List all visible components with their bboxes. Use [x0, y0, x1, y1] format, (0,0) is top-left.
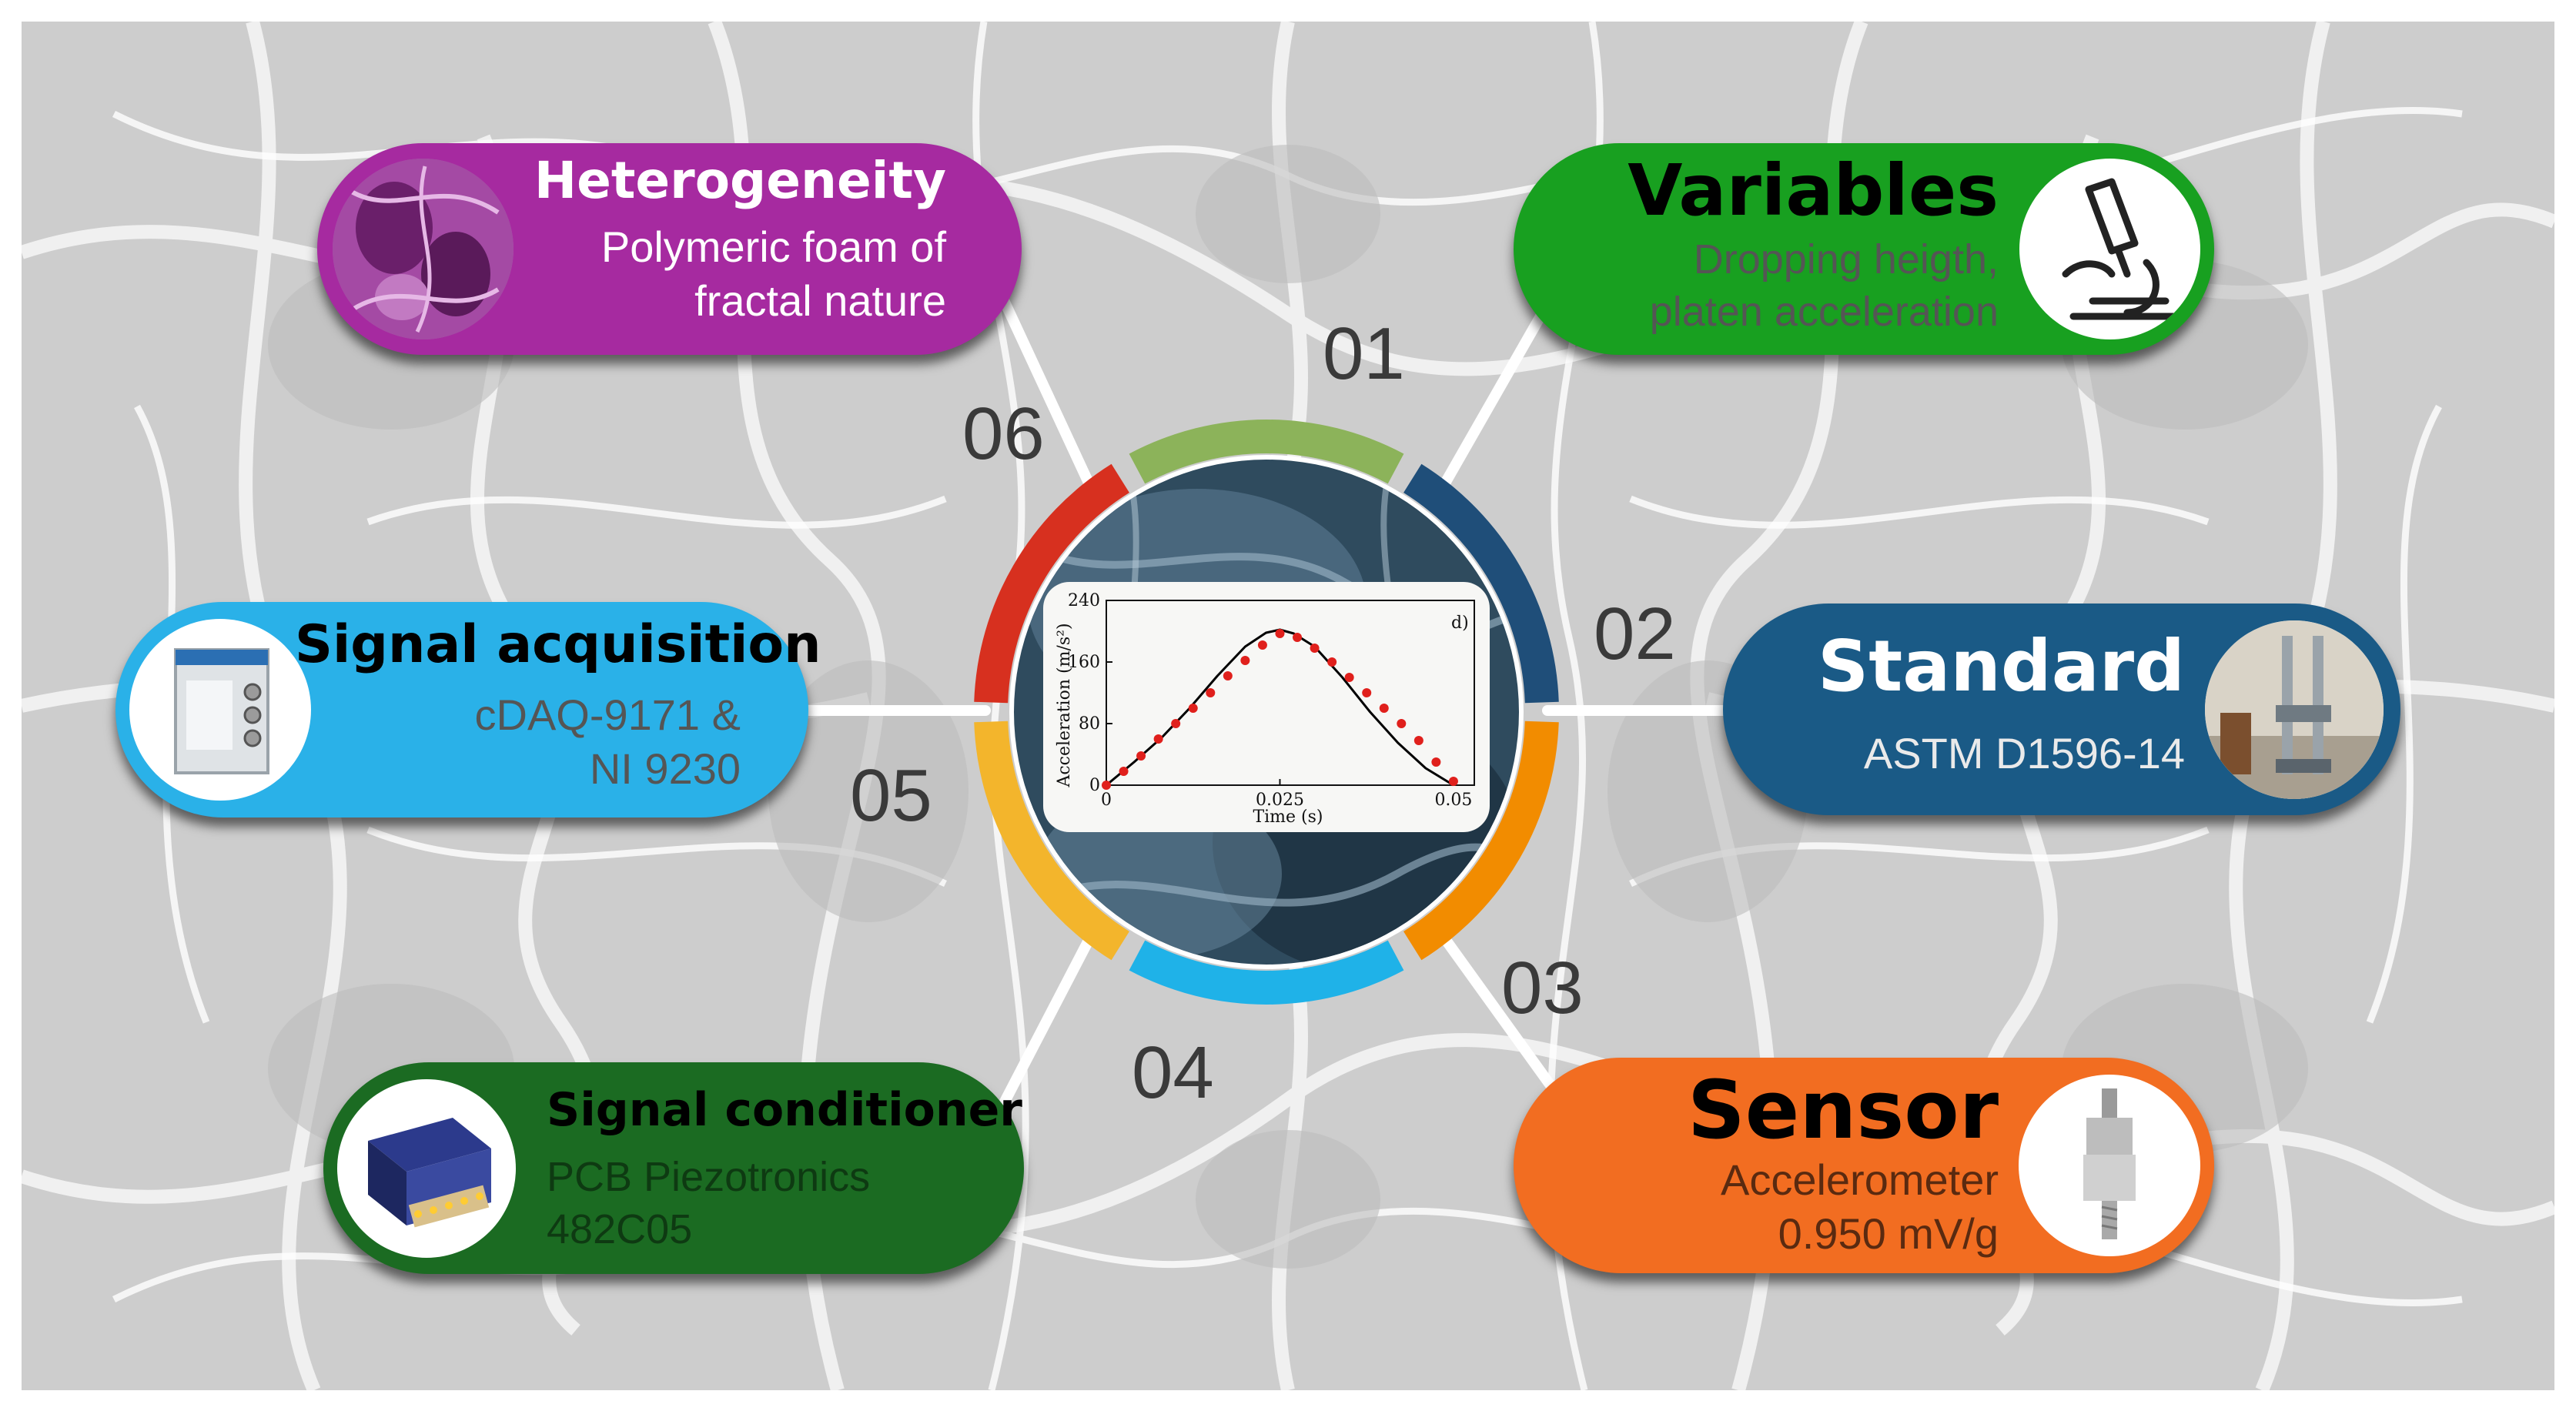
- y-tick-label: 240: [1068, 591, 1100, 610]
- measured-point: [1431, 757, 1441, 767]
- measured-point: [1188, 704, 1198, 713]
- ring-segment: [1129, 940, 1404, 1005]
- sensor-pill: Sensor Accelerometer 0.950 mV/g: [1514, 1058, 2214, 1273]
- ring-segment: [1403, 721, 1559, 961]
- segmented-ring: [974, 420, 1559, 1005]
- variables-title: Variables: [1628, 149, 1999, 232]
- signal-acquisition-pill: Signal acquisition cDAQ-9171 & NI 9230: [115, 602, 821, 818]
- measured-point: [1310, 644, 1320, 653]
- measured-point: [1448, 777, 1458, 786]
- variables-pill: Variables Dropping heigth, platen accele…: [1514, 143, 2214, 355]
- x-tick-label: 0.025: [1256, 791, 1304, 810]
- measured-point: [1102, 781, 1111, 790]
- measured-point: [1362, 688, 1372, 697]
- variables-line-1: Dropping heigth,: [1693, 236, 1999, 283]
- x-axis-label: Time (s): [1253, 807, 1323, 827]
- y-axis-label: Acceleration (m/s²): [1055, 623, 1074, 787]
- measured-point: [1206, 688, 1216, 697]
- measured-point: [1379, 704, 1389, 713]
- step-number-06: 06: [962, 393, 1045, 475]
- step-number-03: 03: [1501, 947, 1584, 1029]
- sensor-line-1: Accelerometer: [1720, 1155, 1999, 1204]
- heterogeneity-title: Heterogeneity: [534, 151, 946, 210]
- sensor-line-2: 0.950 mV/g: [1778, 1209, 1999, 1258]
- foam-micrograph: [333, 159, 514, 339]
- signal-acquisition-description: cDAQ-9171 & NI 9230: [475, 688, 741, 796]
- signal-acquisition-line-2: NI 9230: [589, 744, 741, 793]
- x-tick-label: 0: [1101, 791, 1112, 810]
- y-tick-label: 80: [1079, 714, 1100, 734]
- heterogeneity-line-2: fractal nature: [694, 276, 946, 325]
- measured-point: [1136, 751, 1146, 761]
- acceleration-time-chart: 0 0.025 0.05 0 80 160 240 d) Time (s) Accelera…: [1055, 591, 1475, 827]
- sensor-title: Sensor: [1687, 1063, 1999, 1157]
- variables-line-2: platen acceleration: [1649, 288, 1999, 335]
- measured-point: [1153, 734, 1163, 744]
- measured-point: [1240, 656, 1250, 665]
- ring-segment: [974, 721, 1129, 961]
- measured-point: [1275, 629, 1285, 638]
- signal-conditioner-pill: Signal conditioner PCB Piezotronics 482C…: [323, 1062, 1024, 1274]
- signal-conditioner-line-2: 482C05: [547, 1205, 693, 1252]
- plot-frame: [1106, 600, 1475, 786]
- y-tick-label: 0: [1089, 776, 1100, 795]
- step-number-02: 02: [1594, 593, 1676, 675]
- measured-point: [1223, 671, 1233, 680]
- measured-point: [1171, 719, 1181, 728]
- signal-conditioner-description: PCB Piezotronics 482C05: [547, 1152, 870, 1256]
- ring-segment: [974, 463, 1129, 704]
- measured-point: [1397, 719, 1407, 728]
- step-number-04: 04: [1132, 1032, 1214, 1114]
- daq-module-photo: [129, 619, 311, 801]
- ring-segment: [1403, 463, 1559, 704]
- signal-conditioner-line-1: PCB Piezotronics: [547, 1154, 871, 1200]
- heterogeneity-pill: Heterogeneity Polymeric foam of fractal …: [317, 143, 1022, 355]
- x-tick-label: 0.05: [1434, 791, 1472, 810]
- microscope-icon: [2019, 159, 2200, 339]
- standard-pill: Standard ASTM D1596-14: [1723, 604, 2400, 815]
- signal-acquisition-line-1: cDAQ-9171 &: [474, 690, 741, 739]
- measured-point: [1413, 736, 1423, 745]
- measured-point: [1344, 673, 1354, 682]
- standard-title: Standard: [1818, 625, 2185, 707]
- measured-point: [1257, 640, 1267, 650]
- signal-acquisition-title: Signal acquisition: [295, 614, 821, 675]
- signal-conditioner-title: Signal conditioner: [547, 1083, 1022, 1137]
- standard-description: ASTM D1596-14: [1864, 727, 2185, 781]
- heterogeneity-description: Polymeric foam of fractal nature: [601, 220, 946, 328]
- variables-description: Dropping heigth, platen acceleration: [1650, 234, 1999, 338]
- y-tick-label: 160: [1068, 653, 1100, 672]
- drop-tower-photo: [2205, 620, 2384, 799]
- accelerometer-photo: [2019, 1075, 2200, 1256]
- measured-point: [1293, 633, 1303, 642]
- acceleration-chart-panel: 0 0.025 0.05 0 80 160 240 d) Time (s) Accelera…: [1043, 582, 1490, 832]
- panel-label: d): [1451, 614, 1469, 633]
- heterogeneity-line-1: Polymeric foam of: [601, 222, 946, 271]
- conditioner-photo: [337, 1079, 516, 1258]
- ring-segment: [1129, 420, 1404, 484]
- sensor-description: Accelerometer 0.950 mV/g: [1721, 1153, 1999, 1261]
- measured-point: [1119, 767, 1129, 776]
- model-curve: [1106, 628, 1454, 787]
- measured-point: [1327, 657, 1337, 667]
- step-number-05: 05: [850, 754, 932, 837]
- step-number-01: 01: [1323, 313, 1405, 395]
- standard-line-1: ASTM D1596-14: [1863, 729, 2185, 777]
